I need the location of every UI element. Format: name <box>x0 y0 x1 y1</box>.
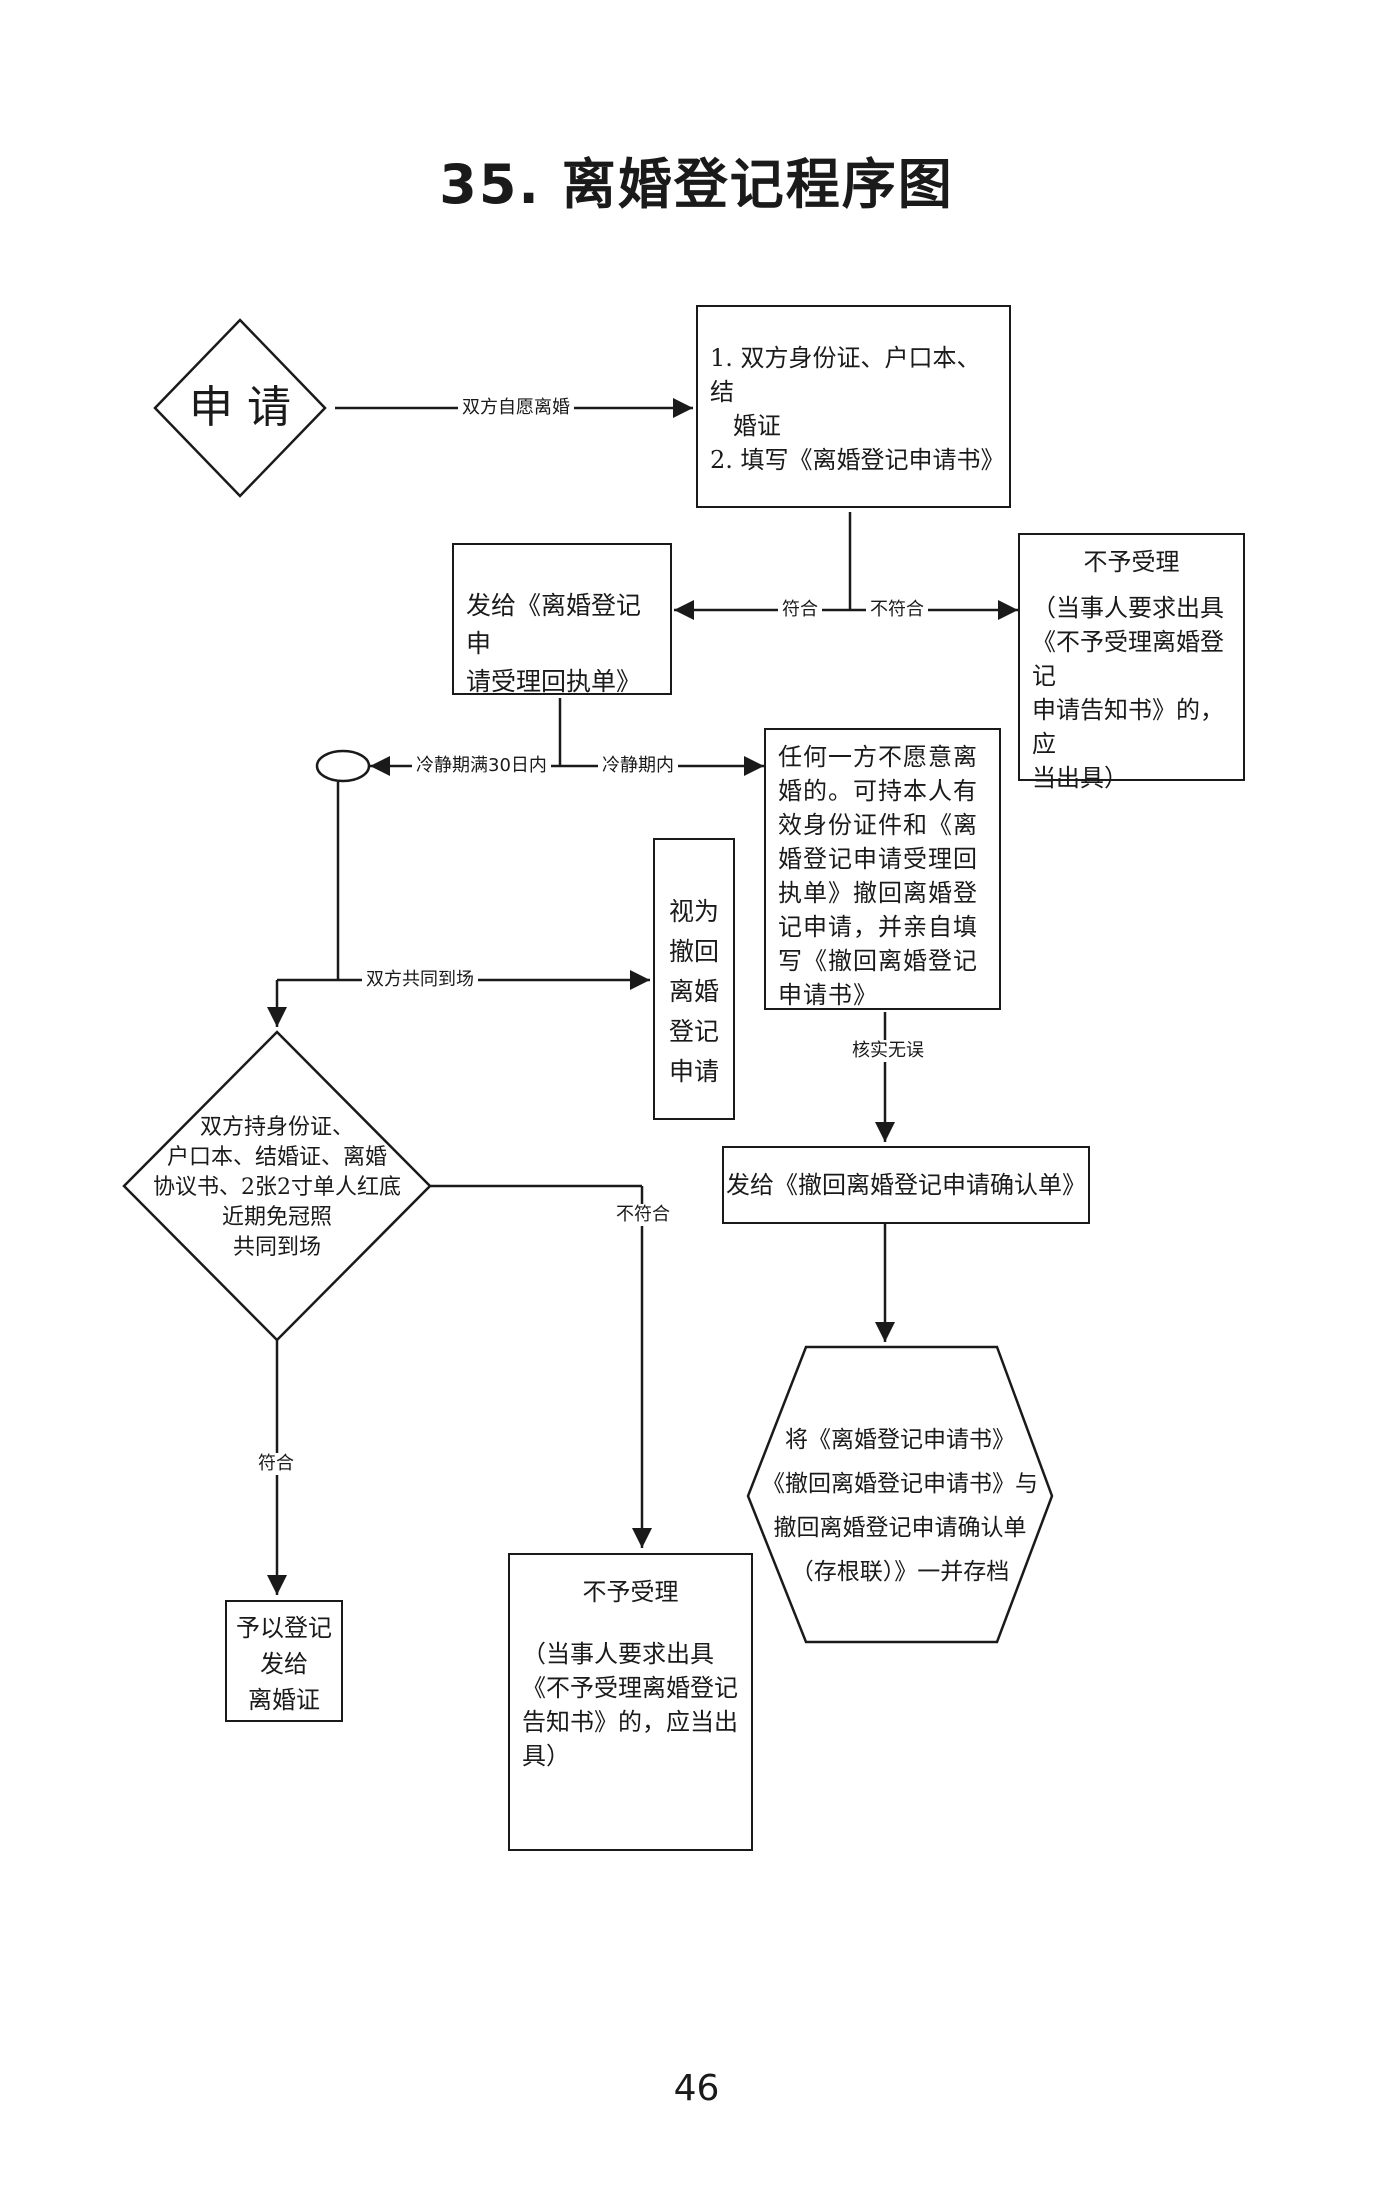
deemed-line: 离婚 <box>668 977 719 1006</box>
withdraw-condition-box: 任何一方不愿意离 婚的。可持本人有 效身份证件和《离 婚登记申请受理回 执单》撤… <box>764 728 1001 1010</box>
withdraw-line: 婚的。可持本人有 <box>778 777 978 805</box>
edge-label-voluntary: 双方自愿离婚 <box>458 397 574 419</box>
both-present-line: 近期免冠照 <box>221 1205 332 1230</box>
reject-bottom-line: 具） <box>522 1742 570 1770</box>
apply-node: 申 请 <box>175 378 305 438</box>
withdraw-line: 任何一方不愿意离 <box>778 743 978 771</box>
withdraw-line: 记申请，并亲自填 <box>778 913 978 941</box>
reject-top-line: 申请告知书》的，应 <box>1032 696 1224 758</box>
page-title: 35. 离婚登记程序图 <box>439 153 954 216</box>
reject-bottom-line: 告知书》的，应当出 <box>522 1708 738 1736</box>
reject-top-box: 不予受理 （当事人要求出具 《不予受理离婚登记 申请告知书》的，应 当出具） <box>1018 533 1245 792</box>
deemed-line: 视为 <box>668 897 719 926</box>
both-present-node: 双方持身份证、 户口本、结婚证、离婚 协议书、2张2寸单人红底 近期免冠照 共同… <box>130 1113 424 1263</box>
reject-top-head: 不予受理 <box>1083 548 1180 576</box>
withdraw-line: 执单》撤回离婚登 <box>778 879 978 907</box>
grant-box: 予以登记 发给 离婚证 <box>225 1600 343 1722</box>
deemed-line: 登记 <box>668 1017 719 1046</box>
receipt-line: 发给《离婚登记申 <box>466 591 642 658</box>
receipt-box: 发给《离婚登记申 请受理回执单》 <box>452 543 672 696</box>
withdraw-confirm-label: 发给《撤回离婚登记申请确认单》 <box>726 1171 1086 1199</box>
grant-line: 离婚证 <box>248 1686 320 1714</box>
edge-label-cooling-within: 冷静期内 <box>598 755 678 777</box>
apply-diamond <box>153 318 327 498</box>
withdraw-line: 婚登记申请受理回 <box>778 845 978 873</box>
edge-label-meets: 符合 <box>778 599 822 621</box>
reject-bottom-line: （当事人要求出具 <box>522 1640 714 1668</box>
grant-line: 发给 <box>260 1650 308 1678</box>
grant-line: 予以登记 <box>236 1614 332 1642</box>
deemed-withdraw-box: 视为 撤回 离婚 登记 申请 <box>653 838 735 1120</box>
materials-line: 婚证 <box>710 412 781 440</box>
edge-label-verified: 核实无误 <box>848 1040 928 1062</box>
withdraw-line: 写《撤回离婚登记 <box>778 947 978 975</box>
both-present-line: 共同到场 <box>232 1235 321 1260</box>
materials-box: 1. 双方身份证、户口本、结 婚证 2. 填写《离婚登记申请书》 <box>696 305 1011 508</box>
junction-oval <box>315 749 371 783</box>
withdraw-line: 效身份证件和《离 <box>778 811 978 839</box>
archive-node: 将《离婚登记申请书》 《撤回离婚登记申请书》与 撤回离婚登记申请确认单 （存根联… <box>750 1418 1050 1594</box>
edge-label-both-arrive: 双方共同到场 <box>362 969 478 991</box>
materials-line: 2. 填写《离婚登记申请书》 <box>710 446 1005 474</box>
archive-line: （存根联）》一并存档 <box>790 1559 1010 1585</box>
deemed-line: 申请 <box>668 1057 719 1086</box>
reject-top-line: 当出具） <box>1032 764 1128 792</box>
reject-bottom-box: 不予受理 （当事人要求出具 《不予受理离婚登记 告知书》的，应当出 具） <box>508 1553 753 1851</box>
archive-line: 撤回离婚登记申请确认单 <box>773 1515 1027 1541</box>
materials-line: 1. 双方身份证、户口本、结 <box>710 344 981 406</box>
withdraw-confirm-box: 发给《撤回离婚登记申请确认单》 <box>722 1146 1090 1224</box>
both-present-line: 户口本、结婚证、离婚 <box>166 1145 387 1170</box>
reject-top-line: （当事人要求出具 <box>1032 594 1224 622</box>
reject-bottom-head: 不予受理 <box>582 1578 679 1606</box>
archive-line: 《撤回离婚登记申请书》与 <box>762 1471 1038 1497</box>
reject-top-line: 《不予受理离婚登记 <box>1032 628 1224 690</box>
both-present-line: 协议书、2张2寸单人红底 <box>153 1175 401 1200</box>
archive-line: 将《离婚登记申请书》 <box>785 1427 1015 1453</box>
both-present-line: 双方持身份证、 <box>199 1115 354 1140</box>
archive-hexagon <box>746 1345 1054 1644</box>
receipt-line: 请受理回执单》 <box>466 667 642 696</box>
edge-label-meets-bottom: 符合 <box>254 1453 298 1475</box>
reject-bottom-line: 《不予受理离婚登记 <box>522 1674 738 1702</box>
edge-label-not-meets: 不符合 <box>866 599 928 621</box>
deemed-line: 撤回 <box>668 937 719 966</box>
withdraw-line: 申请书》 <box>778 981 878 1009</box>
edge-label-not-meets-bottom: 不符合 <box>612 1204 674 1226</box>
edge-label-cooling-30: 冷静期满30日内 <box>412 755 551 777</box>
page-number: 46 <box>673 2068 720 2109</box>
apply-label: 申 请 <box>189 382 291 433</box>
